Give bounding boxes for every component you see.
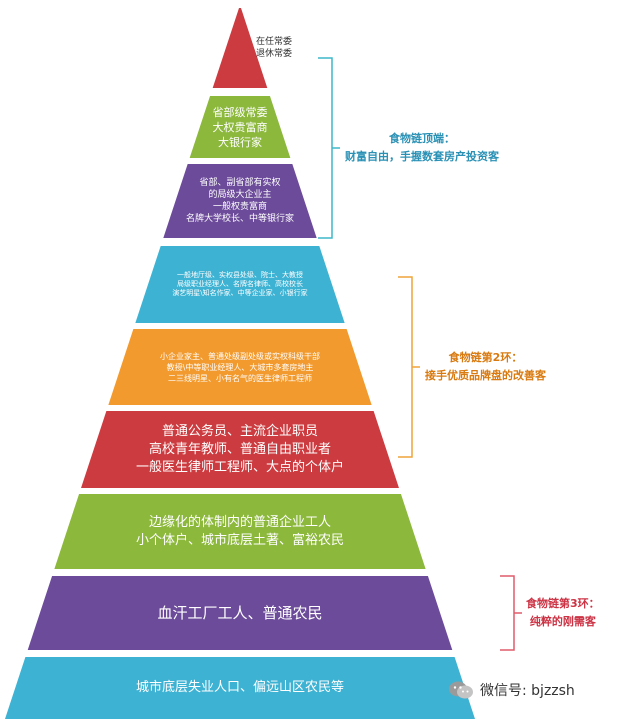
layer-5-line-0: 普通公务员、主流企业职员: [161, 423, 318, 439]
annotation-2: 食物链第3环： 纯粹的刚需客: [526, 595, 600, 631]
annotation-0-desc: 财富自由，手握数套房产投资客: [345, 150, 499, 163]
layer-4-text: 小企业家主、普通处级副处级或实权科级干部 教授\中等职业经理人、大城市多套房地主…: [124, 329, 356, 405]
layer-6-text: 边缘化的体制内的普通企业工人 小个体户、城市底层土著、富裕农民: [70, 494, 411, 569]
layer-2-line-1: 的局级大企业主: [208, 190, 272, 200]
annotation-2-title: 食物链第3环：: [526, 597, 600, 610]
pyramid-layer-6: [54, 494, 426, 569]
annotation-0: 食物链顶端： 财富自由，手握数套房产投资客: [345, 130, 499, 166]
pyramid-layer-3: [135, 246, 345, 323]
layer-2-line-2: 一般权贵富商: [212, 202, 267, 212]
layer-4-line-0: 小企业家主、普通处级副处级或实权科级干部: [159, 351, 320, 361]
layer-2-line-0: 省部、副省部有实权: [199, 178, 281, 188]
layer-3-line-1: 局级职业经理人、名牌名律师、高校校长: [176, 280, 303, 288]
layer-2-text: 省部、副省部有实权 的局级大企业主 一般权贵富商 名牌大学校长、中等银行家: [178, 164, 301, 238]
watermark-text: 微信号: bjzzsh: [480, 683, 575, 699]
watermark: 微信号: bjzzsh: [448, 678, 575, 702]
bracket-0: [318, 57, 340, 239]
pyramid-layer-2: [163, 164, 317, 238]
pyramid-layer-8: [5, 657, 475, 719]
layer-6-line-0: 边缘化的体制内的普通企业工人: [148, 514, 331, 530]
annotation-1-title: 食物链第2环：: [448, 351, 523, 364]
layer-2-line-3: 名牌大学校长、中等银行家: [185, 214, 294, 224]
layer-3-line-0: 一般地厅级、实权县处级、院士、大教授: [176, 271, 303, 279]
layer-7-text: 血汗工厂工人、普通农民: [43, 576, 437, 650]
layer-0-line-1: 退休常委: [256, 49, 293, 59]
layer-1-text: 省部级常委 大权贵富商 大银行家: [203, 96, 277, 158]
layer-1-line-1: 大权贵富商: [212, 120, 268, 134]
pyramid-layer-0: [212, 8, 268, 88]
layer-8-line-0: 城市底层失业人口、偏远山区农民等: [135, 680, 344, 695]
layer-4-line-1: 教授\中等职业经理人、大城市多套房地主: [166, 362, 314, 372]
pyramid-layer-7: [27, 576, 453, 650]
layer-5-text: 普通公务员、主流企业职员 高校青年教师、普通自由职业者 一般医生律师工程师、大点…: [97, 411, 384, 488]
wechat-icon: [449, 681, 473, 699]
bracket-2: [500, 575, 522, 651]
layer-5-line-1: 高校青年教师、普通自由职业者: [148, 441, 331, 457]
layer-0-line-0: 在任常委: [256, 37, 293, 47]
layer-1-line-2: 大银行家: [217, 135, 262, 149]
layer-4-line-2: 二三线明星、小有名气的医生律师工程师: [167, 373, 312, 383]
layer-6-line-1: 小个体户、城市底层土著、富裕农民: [135, 532, 344, 548]
annotation-0-title: 食物链顶端：: [389, 132, 455, 145]
annotation-1: 食物链第2环： 接手优质品牌盘的改善客: [425, 349, 546, 385]
annotation-2-desc: 纯粹的刚需客: [529, 615, 596, 628]
layer-5-line-2: 一般医生律师工程师、大点的个体户: [135, 459, 344, 475]
annotation-1-desc: 接手优质品牌盘的改善客: [425, 369, 546, 382]
pyramid-layer-4: [108, 329, 372, 405]
layer-3-line-2: 演艺明星\知名作家、中等企业家、小银行家: [172, 289, 308, 297]
layer-8-text: 城市底层失业人口、偏远山区农民等: [18, 657, 462, 719]
layer-1-line-0: 省部级常委: [212, 105, 268, 119]
pyramid-layer-1: [189, 96, 291, 158]
bracket-1: [398, 276, 420, 458]
layer-7-line-0: 血汗工厂工人、普通农民: [157, 604, 323, 622]
pyramid-layer-5: [81, 411, 399, 488]
layer-0-text: 在任常委 退休常委: [256, 36, 326, 60]
layer-3-text: 一般地厅级、实权县处级、院士、大教授 局级职业经理人、名牌名律师、高校校长 演艺…: [151, 246, 329, 323]
